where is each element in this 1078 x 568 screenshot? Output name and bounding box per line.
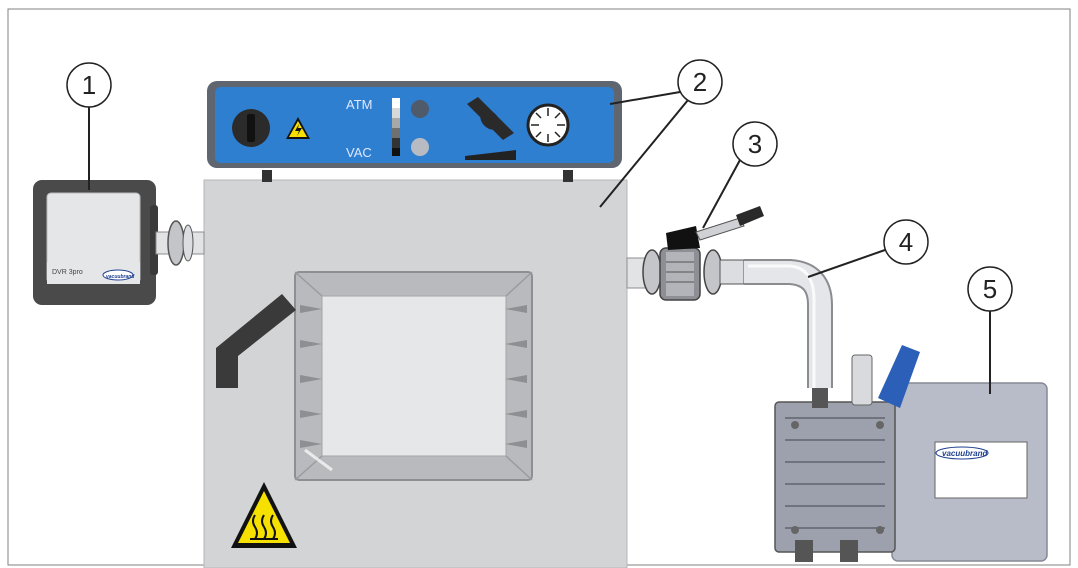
vacuum-oven bbox=[203, 170, 628, 568]
callout-4: 4 bbox=[807, 219, 929, 278]
valve-lever-icon bbox=[465, 97, 516, 160]
vacuum-hose bbox=[744, 259, 833, 388]
callout-1: 1 bbox=[66, 62, 112, 190]
callout-4-number: 4 bbox=[899, 227, 913, 257]
controller-brand-label: vacuubrand bbox=[106, 274, 135, 280]
hot-surface-warning-icon bbox=[231, 482, 297, 548]
power-knob-grip bbox=[247, 114, 255, 142]
door-handle bbox=[216, 294, 296, 388]
controller-model-label: DVR 3pro bbox=[52, 269, 83, 276]
valve-body-icon bbox=[666, 226, 700, 250]
valve-handle-icon bbox=[736, 206, 764, 226]
pressure-gauge-icon bbox=[526, 103, 570, 147]
controller-brand-badge bbox=[102, 269, 134, 281]
pump-brand-label: vacuubrand bbox=[942, 449, 988, 458]
panel-face bbox=[215, 87, 614, 163]
callout-2-number: 2 bbox=[693, 67, 707, 97]
pressure-scale-bar bbox=[392, 98, 400, 156]
callout-1-number: 1 bbox=[82, 70, 96, 100]
pump-brand-badge bbox=[935, 446, 989, 460]
electrical-warning-icon bbox=[286, 117, 310, 139]
panel-foot-right bbox=[563, 170, 573, 182]
vac-label: VAC bbox=[346, 145, 372, 160]
callout-3: 3 bbox=[702, 121, 778, 229]
valve-stem-icon bbox=[695, 217, 745, 241]
callout-5-number: 5 bbox=[983, 274, 997, 304]
vacuum-pump: vacuubrand bbox=[774, 345, 1048, 562]
callout-5: 5 bbox=[967, 266, 1013, 394]
pump-inlet-fitting bbox=[812, 388, 828, 408]
callout-2: 2 bbox=[599, 59, 723, 208]
pump-exhaust-silencer bbox=[851, 354, 873, 406]
oven-control-panel: ATM VAC bbox=[207, 81, 622, 168]
atm-label: ATM bbox=[346, 97, 372, 112]
oven-window bbox=[294, 271, 533, 481]
atm-indicator-icon bbox=[411, 100, 429, 118]
callout-3-number: 3 bbox=[748, 129, 762, 159]
controller-flange-connector bbox=[155, 220, 205, 266]
controller-side-buttons bbox=[150, 205, 158, 275]
pump-gas-ballast-handle bbox=[878, 345, 920, 408]
vacuum-controller: DVR 3pro vacuubrand bbox=[33, 180, 158, 305]
panel-foot-left bbox=[262, 170, 272, 182]
vac-indicator-icon bbox=[411, 138, 429, 156]
vacuum-valve bbox=[626, 206, 764, 301]
